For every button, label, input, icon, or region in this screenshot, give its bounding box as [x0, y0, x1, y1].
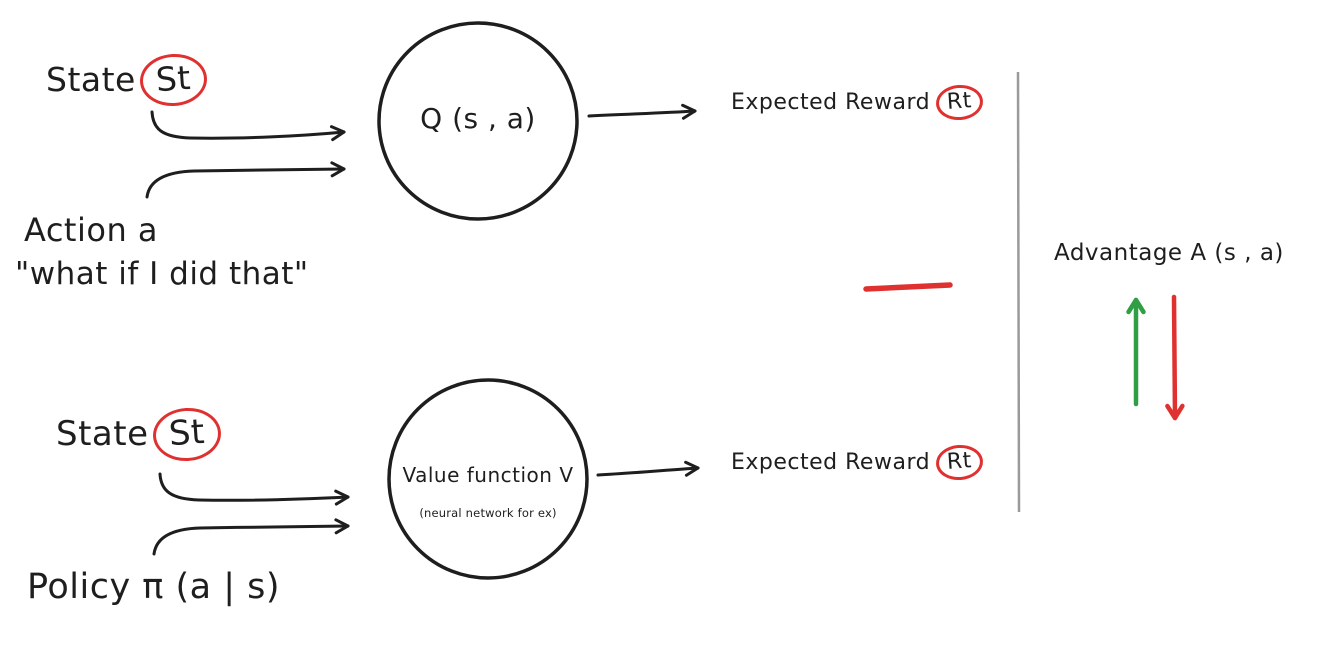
advantage-down-arrow-icon [1165, 294, 1185, 421]
q-state-arrow [150, 110, 346, 142]
q-output-symbol: Rt [934, 83, 985, 122]
q-output-label: Expected Reward Rt [731, 83, 985, 122]
q-action-arrow [145, 161, 346, 199]
v-output-text: Expected Reward [731, 450, 931, 475]
v-state-symbol: St [150, 405, 223, 464]
v-state-arrow [158, 472, 350, 506]
q-state-label: State St [46, 51, 209, 109]
minus-line-icon [863, 282, 953, 292]
v-node-label: Value function V [402, 463, 574, 487]
v-policy-arrow [152, 518, 350, 556]
q-output-arrow [587, 103, 697, 120]
v-node-circle [387, 378, 589, 580]
q-output-text: Expected Reward [731, 90, 931, 115]
advantage-label: Advantage A (s , a) [1054, 240, 1284, 266]
q-state-symbol: St [138, 51, 209, 109]
v-output-arrow [596, 460, 700, 477]
section-divider-line [1016, 71, 1021, 513]
v-state-label: State St [56, 405, 223, 464]
v-policy-label: Policy π (a | s) [27, 567, 281, 607]
v-state-text: State [56, 414, 149, 454]
q-state-text: State [46, 60, 136, 99]
v-output-symbol: Rt [934, 443, 985, 482]
q-node-label: Q (s , a) [420, 102, 536, 135]
q-action-quote: "what if I did that" [15, 256, 309, 292]
v-output-label: Expected Reward Rt [731, 443, 985, 482]
q-action-label: Action a [24, 211, 158, 249]
v-node-note: (neural network for ex) [419, 506, 557, 520]
q-node-circle [377, 21, 579, 221]
